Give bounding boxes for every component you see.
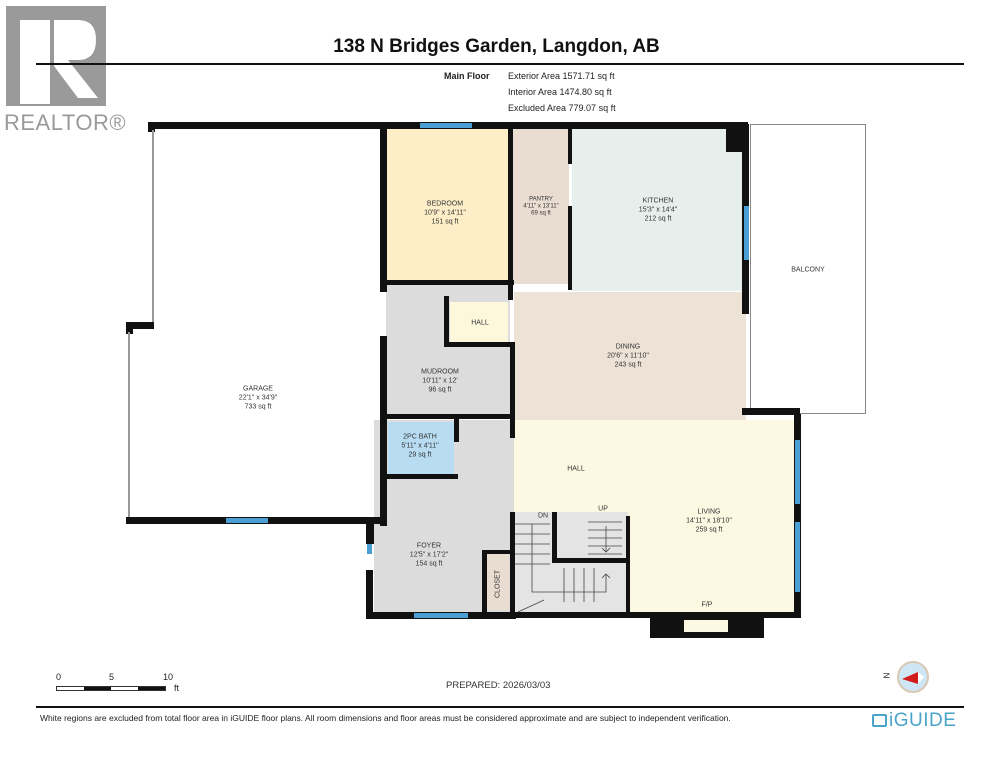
prepared-date: PREPARED: 2026/03/03 — [446, 680, 551, 691]
scale-label-10: 10 — [163, 672, 174, 682]
realtor-r-icon — [20, 20, 98, 104]
compass — [896, 660, 930, 699]
wall — [454, 418, 459, 442]
scale-bar — [56, 686, 166, 691]
footer-divider — [36, 706, 964, 708]
wall — [568, 124, 572, 164]
room-dining — [514, 292, 746, 420]
wall — [482, 550, 512, 554]
interior-area: Interior Area 1474.80 sq ft — [508, 87, 612, 97]
label-fireplace: F/P — [701, 601, 713, 609]
wall — [380, 336, 387, 526]
header-divider — [36, 63, 964, 65]
staircase-icon — [514, 521, 622, 613]
wall — [444, 342, 514, 347]
compass-icon — [897, 661, 929, 693]
scale-unit: ft — [174, 683, 180, 693]
wall — [508, 124, 513, 300]
wall — [510, 342, 515, 438]
window — [420, 123, 472, 128]
label-stairs-down: DN — [537, 512, 549, 520]
wall — [380, 414, 514, 419]
realtor-logo — [6, 6, 106, 106]
window — [226, 518, 268, 523]
wall — [568, 206, 572, 290]
wall — [384, 474, 458, 479]
wall — [126, 322, 133, 334]
wall — [552, 558, 628, 563]
room-garage — [130, 124, 382, 522]
floor-label: Main Floor — [444, 71, 490, 81]
label-hall-large: HALL — [567, 465, 585, 473]
realtor-logo-text: REALTOR® — [4, 110, 127, 135]
room-closet — [487, 554, 509, 610]
wall — [742, 408, 800, 415]
page-title: 138 N Bridges Garden, Langdon, AB — [333, 36, 660, 57]
wall — [444, 296, 449, 344]
room-bath-fill — [388, 422, 454, 476]
compass-north-label: N — [882, 672, 892, 679]
wall — [366, 522, 374, 544]
iguide-logo: iGUIDE — [872, 710, 956, 732]
scale-label-5: 5 — [109, 672, 115, 682]
window — [414, 613, 468, 618]
window — [795, 440, 800, 504]
label-balcony: BALCONY — [791, 266, 825, 274]
room-balcony — [750, 124, 866, 414]
wall — [380, 124, 387, 292]
exterior-area: Exterior Area 1571.71 sq ft — [508, 71, 615, 81]
fireplace-hearth — [684, 620, 728, 632]
garage-door-wall — [128, 332, 130, 520]
room-kitchen — [572, 128, 744, 291]
room-bedroom — [386, 128, 510, 282]
window — [795, 522, 800, 592]
wall — [514, 612, 800, 618]
label-hall-small: HALL — [471, 319, 489, 327]
room-hall-small-fill — [450, 302, 508, 342]
window — [367, 544, 372, 554]
label-closet: CLOSET — [494, 569, 502, 599]
excluded-area: Excluded Area 779.07 sq ft — [508, 103, 616, 113]
wall — [366, 570, 373, 618]
disclaimer: White regions are excluded from total fl… — [40, 713, 731, 723]
room-pantry — [513, 128, 569, 284]
wall — [482, 550, 487, 614]
iguide-brand-text: iGUIDE — [889, 710, 957, 731]
wall — [794, 414, 801, 618]
wall — [148, 122, 155, 132]
wall — [626, 516, 630, 616]
wall — [552, 512, 557, 562]
wall — [510, 512, 515, 616]
window — [744, 206, 749, 260]
wall — [126, 322, 154, 329]
iguide-camera-icon — [872, 714, 887, 727]
garage-side-wall — [152, 130, 154, 326]
label-stairs-up: UP — [598, 505, 608, 513]
scale-label-0: 0 — [56, 672, 62, 682]
wall — [380, 280, 514, 285]
